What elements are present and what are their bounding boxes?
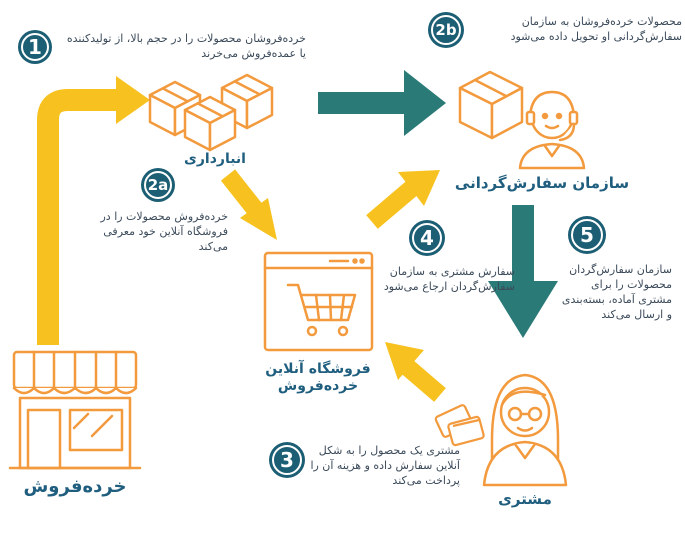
- step-3-text: مشتری یک محصول را به شکل آنلاین سفارش دا…: [310, 444, 460, 487]
- arrow-warehouse-to-fulfillment: [318, 70, 446, 136]
- step-2b-text: محصولات خرده‌فروشان به سازمان سفارش‌گردا…: [510, 15, 682, 43]
- online-store-cart-icon: [263, 251, 374, 352]
- fulfillment-label: سازمان سفارش‌گردانی: [454, 174, 630, 192]
- step-1-badge: 1: [18, 30, 52, 64]
- step-5-text: سازمان سفارش‌گردان محصولات را برای مشتری…: [561, 263, 672, 321]
- warehouse-label: انبارداری: [184, 151, 246, 167]
- fulfillment-operator-icon: [458, 70, 586, 170]
- customer-label: مشتری: [498, 490, 552, 508]
- arrow-store-to-fulfillment: [366, 170, 440, 229]
- step-5-badge: 5: [568, 216, 606, 254]
- step-4-text: سفارش مشتری به سازمان سفارش‌گردان ارجاع …: [383, 265, 515, 293]
- payment-cards-icon: [434, 404, 485, 447]
- step-3-badge: 3: [269, 442, 305, 478]
- step-2b-badge: 2b: [428, 12, 464, 48]
- arrow-customer-to-store: [385, 342, 446, 402]
- arrow-fulfillment-to-customer: [488, 205, 558, 338]
- warehouse-boxes-icon: [148, 73, 274, 152]
- step-2a-text: خرده‌فروش محصولات را در فروشگاه آنلاین خ…: [100, 210, 228, 253]
- step-2a-badge: 2a: [141, 168, 175, 202]
- retailer-label: خرده‌فروش: [23, 476, 127, 497]
- customer-woman-icon: [482, 373, 568, 487]
- step-4-badge: 4: [409, 220, 445, 256]
- step-1-text: خرده‌فروشان محصولات را در حجم بالا، از ت…: [66, 32, 306, 60]
- online-store-label: فروشگاه آنلاین خرده‌فروش: [265, 361, 371, 394]
- arrow-retailer-to-warehouse: [37, 76, 150, 345]
- arrow-warehouse-to-store: [220, 169, 277, 240]
- retailer-shop-icon: [8, 350, 142, 470]
